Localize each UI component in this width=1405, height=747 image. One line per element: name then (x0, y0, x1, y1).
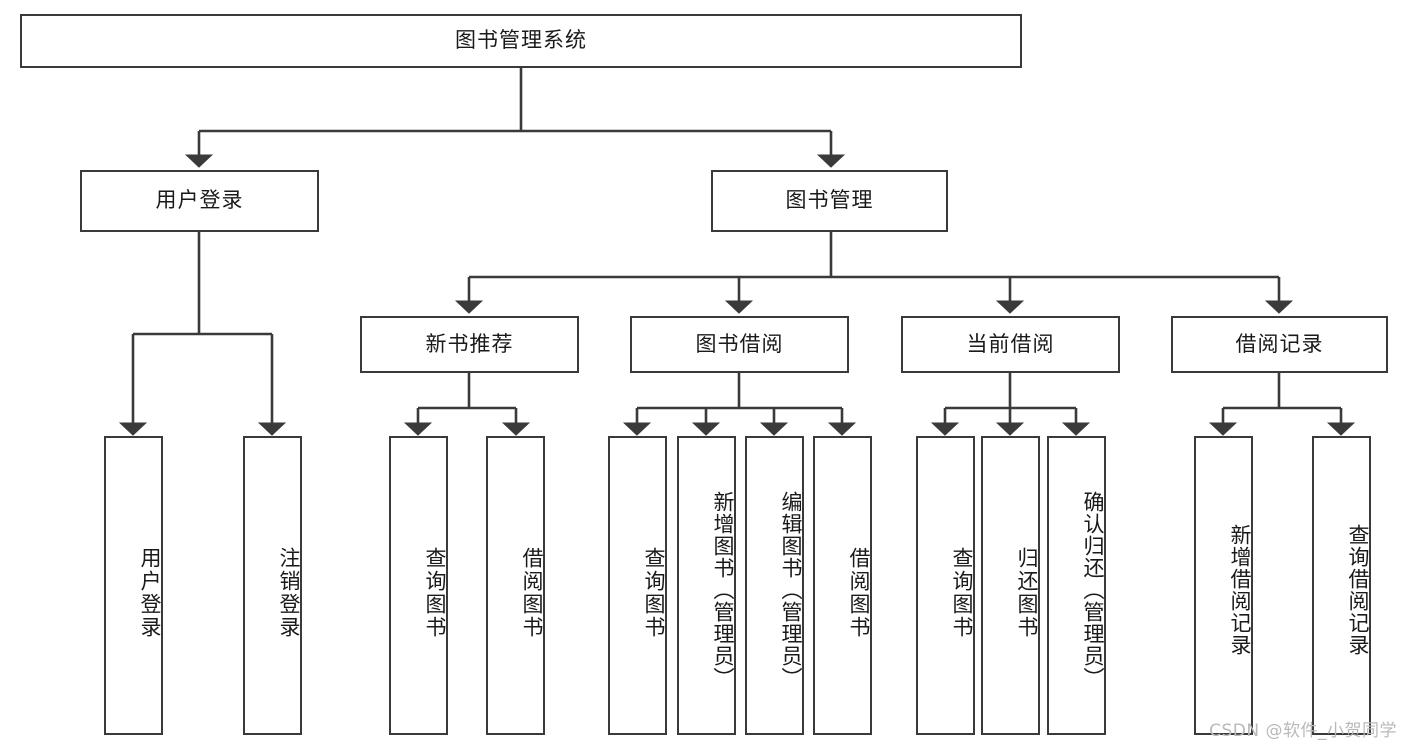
node-borrow-record[interactable]: 借阅记录 (1171, 316, 1388, 373)
leaf-borrow-book-1[interactable]: 借阅图书 (486, 436, 545, 735)
node-book-borrow-label: 图书借阅 (695, 331, 784, 356)
leaf-query-book-3-label: 查询图书 (950, 546, 974, 639)
leaf-query-record-label: 查询借阅记录 (1346, 523, 1370, 656)
node-book-manage[interactable]: 图书管理 (711, 170, 948, 232)
leaf-borrow-book-2[interactable]: 借阅图书 (813, 436, 872, 735)
leaf-user-logout-label: 注销登录 (277, 546, 301, 639)
node-root-label: 图书管理系统 (455, 28, 587, 53)
leaf-query-book-3[interactable]: 查询图书 (916, 436, 975, 735)
leaf-add-record-label: 新增借阅记录 (1228, 523, 1252, 656)
leaf-add-book[interactable]: 新增图书（管理员） (677, 436, 736, 735)
leaf-borrow-book-1-label: 借阅图书 (520, 546, 544, 639)
node-book-manage-label: 图书管理 (785, 188, 874, 213)
node-current-borrow[interactable]: 当前借阅 (901, 316, 1120, 373)
leaf-query-book-2-label: 查询图书 (642, 546, 666, 639)
csdn-watermark: CSDN @软件_小贺同学 (1209, 721, 1397, 741)
node-root[interactable]: 图书管理系统 (20, 14, 1022, 68)
leaf-edit-book[interactable]: 编辑图书（管理员） (745, 436, 804, 735)
leaf-query-book-2[interactable]: 查询图书 (608, 436, 667, 735)
leaf-return-book-label: 归还图书 (1015, 546, 1039, 639)
node-book-borrow[interactable]: 图书借阅 (630, 316, 849, 373)
node-new-book-recommend-label: 新书推荐 (425, 331, 514, 356)
leaf-user-login[interactable]: 用户登录 (104, 436, 163, 735)
leaf-confirm-return[interactable]: 确认归还（管理员） (1047, 436, 1106, 735)
leaf-add-book-label: 新增图书（管理员） (711, 490, 735, 689)
leaf-query-book-1-label: 查询图书 (423, 546, 447, 639)
leaf-return-book[interactable]: 归还图书 (981, 436, 1040, 735)
leaf-query-record[interactable]: 查询借阅记录 (1312, 436, 1371, 735)
leaf-borrow-book-2-label: 借阅图书 (847, 546, 871, 639)
leaf-confirm-return-label: 确认归还（管理员） (1081, 490, 1105, 689)
leaf-query-book-1[interactable]: 查询图书 (389, 436, 448, 735)
node-user-login[interactable]: 用户登录 (80, 170, 319, 232)
leaf-add-record[interactable]: 新增借阅记录 (1194, 436, 1253, 735)
leaf-user-login-label: 用户登录 (138, 546, 162, 639)
node-current-borrow-label: 当前借阅 (966, 331, 1055, 356)
node-new-book-recommend[interactable]: 新书推荐 (360, 316, 579, 373)
node-borrow-record-label: 借阅记录 (1235, 331, 1324, 356)
leaf-edit-book-label: 编辑图书（管理员） (779, 490, 803, 689)
node-user-login-label: 用户登录 (155, 188, 244, 213)
leaf-user-logout[interactable]: 注销登录 (243, 436, 302, 735)
